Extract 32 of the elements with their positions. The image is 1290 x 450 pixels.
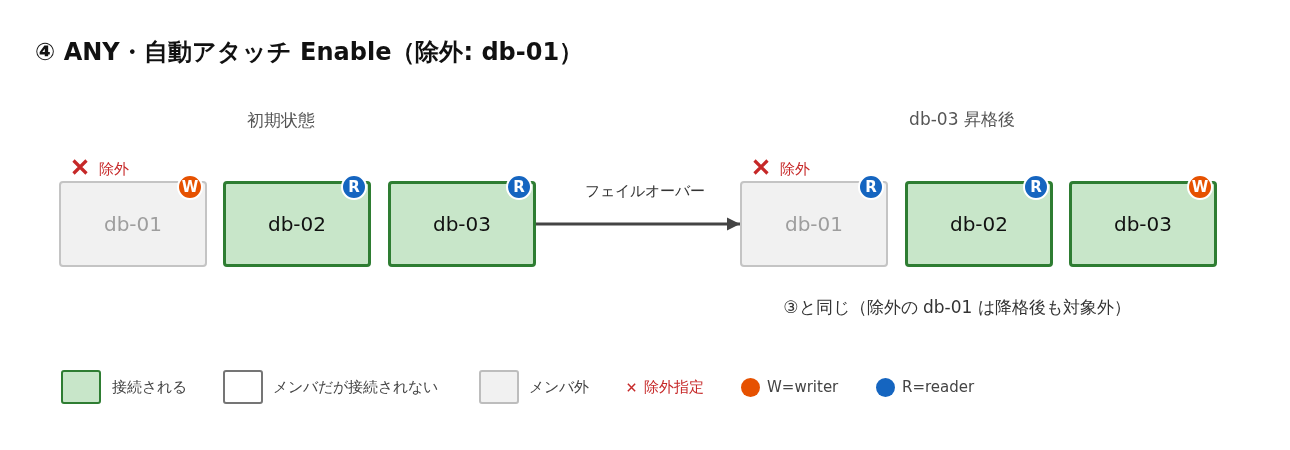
role-badge: W: [1187, 174, 1213, 200]
role-badge: W: [177, 174, 203, 200]
server-name: db-01: [784, 212, 844, 236]
exclusion-label: 除外: [99, 160, 129, 178]
server-name: db-02: [267, 212, 327, 236]
server-box: [905, 181, 1053, 267]
legend-label: メンバだが接続されない: [273, 378, 438, 396]
legend-label: 除外指定: [644, 378, 704, 396]
exclusion-label: 除外: [780, 160, 810, 178]
legend-label: W=writer: [767, 378, 839, 396]
legend-label: メンバ外: [529, 378, 589, 396]
legend-label: 接続される: [112, 378, 187, 396]
role-badge: R: [858, 174, 884, 200]
server-box: [740, 181, 888, 267]
note-text: ③と同じ（除外の db-01 は降格後も対象外）: [783, 296, 1131, 318]
server-name: db-02: [949, 212, 1009, 236]
server-box: [223, 181, 371, 267]
server-name: db-03: [432, 212, 492, 236]
server-box: [1069, 181, 1217, 267]
server-box: [59, 181, 207, 267]
group-heading: db-03 昇格後: [909, 108, 1015, 130]
group-heading: 初期状態: [247, 109, 315, 131]
server-name: db-01: [103, 212, 163, 236]
arrow: [536, 217, 740, 231]
diagram-title: ④ ANY・自動アタッチ Enable（除外: db-01）: [35, 37, 584, 67]
role-badge: R: [1023, 174, 1049, 200]
role-badge: R: [341, 174, 367, 200]
role-badge: R: [506, 174, 532, 200]
server-name: db-03: [1113, 212, 1173, 236]
legend-label: R=reader: [902, 378, 975, 396]
server-box: [388, 181, 536, 267]
edge-label: フェイルオーバー: [585, 182, 705, 200]
